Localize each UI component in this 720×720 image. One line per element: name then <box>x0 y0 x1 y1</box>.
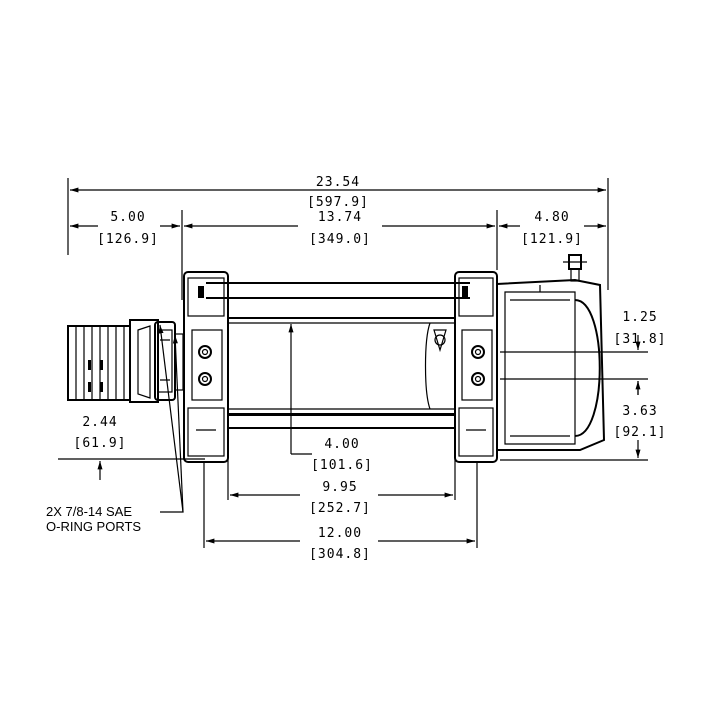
bolt-spacing-in: 1.25 <box>622 310 657 325</box>
motor-height-mm: [61.9] <box>74 436 127 451</box>
bolt-height-in: 3.63 <box>622 404 657 419</box>
bolt-spacing-mm: [31.8] <box>614 332 667 347</box>
mount-span-mm: [304.8] <box>309 547 371 562</box>
right-end-bearing <box>454 271 498 463</box>
winch-drum <box>206 282 470 429</box>
brake-offset-in: 4.80 <box>534 210 569 225</box>
drum-diameter-in: 4.00 <box>324 437 359 452</box>
bolt-height-mm: [92.1] <box>614 425 667 440</box>
port-callout: 2X 7/8-14 SAE O-RING PORTS <box>46 504 141 534</box>
hydraulic-motor <box>67 319 184 403</box>
dimension-labels: 23.54 [597.9] 5.00 [126.9] 13.74 [349.0]… <box>74 175 667 562</box>
drum-length-in: 9.95 <box>322 480 357 495</box>
drum-span-mm: [349.0] <box>309 232 371 247</box>
drum-diameter-mm: [101.6] <box>311 458 373 473</box>
port-note-line1: 2X 7/8-14 SAE <box>46 504 132 519</box>
drum-span-in: 13.74 <box>318 210 362 225</box>
drum-length-mm: [252.7] <box>309 501 371 516</box>
extension-lines <box>58 178 648 548</box>
motor-height-in: 2.44 <box>82 415 117 430</box>
motor-offset-in: 5.00 <box>110 210 145 225</box>
gear-housing <box>496 254 606 451</box>
port-note-line2: O-RING PORTS <box>46 519 141 534</box>
left-end-bearing <box>183 271 229 463</box>
dimension-lines <box>70 187 641 544</box>
mount-span-in: 12.00 <box>318 526 362 541</box>
motor-offset-mm: [126.9] <box>97 232 159 247</box>
overall-length-mm: [597.9] <box>307 195 369 210</box>
brake-offset-mm: [121.9] <box>521 232 583 247</box>
overall-length-in: 23.54 <box>316 175 360 190</box>
